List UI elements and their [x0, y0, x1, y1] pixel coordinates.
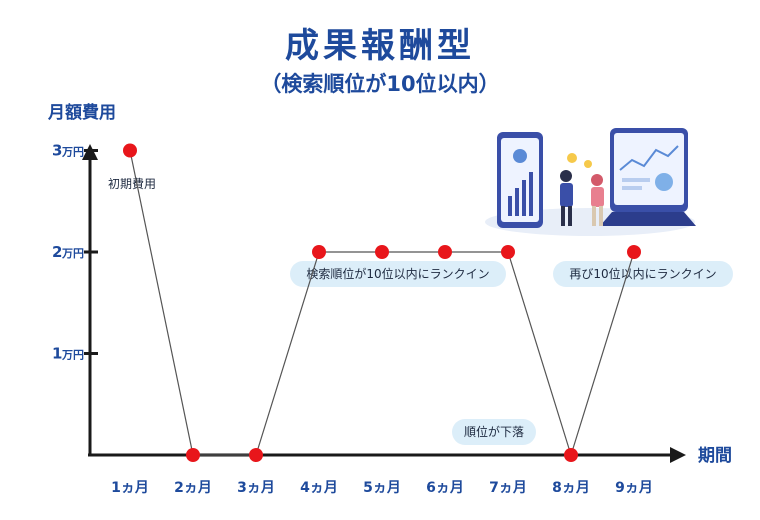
y-tick-unit: 万円	[61, 146, 84, 159]
x-axis-arrow	[670, 447, 686, 463]
x-axis-title: 期間	[698, 446, 732, 466]
x-tick-label: 8ヵ月	[552, 480, 590, 496]
x-tick-label: 2ヵ月	[174, 480, 212, 496]
x-tick-label: 9ヵ月	[615, 480, 653, 496]
page-title: 成果報酬型	[285, 26, 475, 66]
annotation-badge	[452, 419, 536, 445]
page-subtitle: （検索順位が10位以内）	[260, 72, 500, 96]
data-point	[123, 143, 137, 158]
y-tick-label: 2	[52, 243, 62, 261]
data-point	[501, 245, 515, 259]
x-tick-label: 4ヵ月	[300, 480, 338, 496]
x-tick-labels: 1ヵ月 2ヵ月 3ヵ月 4ヵ月 5ヵ月 6ヵ月 7ヵ月 8ヵ月 9ヵ月	[111, 480, 653, 496]
x-tick-label: 3ヵ月	[237, 480, 275, 496]
y-tick-unit: 万円	[61, 247, 84, 260]
business-illustration	[485, 128, 696, 236]
x-tick-label: 1ヵ月	[111, 480, 149, 496]
data-point	[312, 245, 326, 259]
annotation-badge	[553, 261, 733, 287]
data-point	[375, 245, 389, 259]
x-tick-label: 6ヵ月	[426, 480, 464, 496]
data-point	[186, 448, 200, 462]
y-axis-title: 月額費用	[47, 102, 116, 123]
y-tick-label: 1	[52, 345, 62, 363]
y-tick-unit: 万円	[61, 349, 84, 362]
annotation-label: 初期費用	[108, 176, 156, 191]
data-point	[438, 245, 452, 259]
data-point	[249, 448, 263, 462]
annotation-label: 順位が下落	[464, 424, 524, 439]
x-tick-label: 5ヵ月	[363, 480, 401, 496]
annotation-badge	[290, 261, 506, 287]
annotation-label: 検索順位が10位以内にランクイン	[306, 266, 489, 281]
data-point	[564, 448, 578, 462]
annotation-label: 再び10位以内にランクイン	[569, 266, 716, 281]
data-point	[627, 245, 641, 259]
x-tick-label: 7ヵ月	[489, 480, 527, 496]
series-line	[123, 143, 641, 462]
series-polyline	[129, 150, 635, 458]
y-tick-label: 3	[52, 142, 62, 160]
